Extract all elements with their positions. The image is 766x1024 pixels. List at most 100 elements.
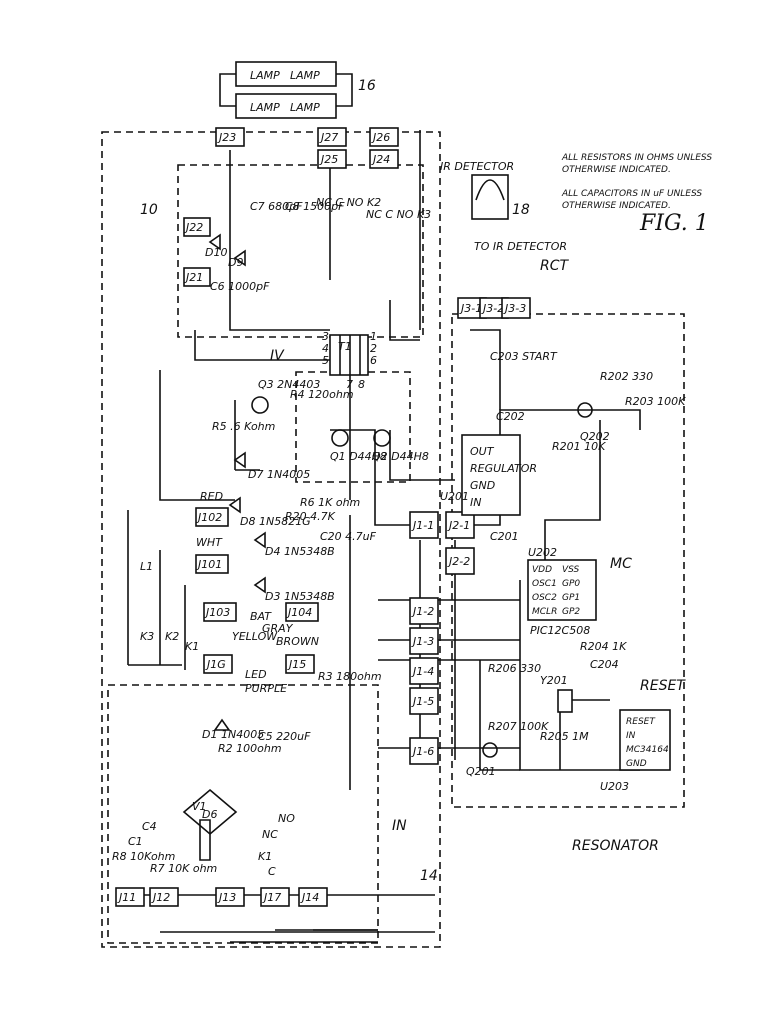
label-r8: R8 10Kohm bbox=[112, 850, 175, 863]
svg-text:6: 6 bbox=[370, 354, 377, 367]
label-c202: C202 bbox=[496, 410, 525, 423]
ref-rct: RCT bbox=[540, 258, 570, 274]
transformer-t1: T1 1 2 3 4 5 6 7 8 bbox=[322, 330, 377, 391]
label-c4: C4 bbox=[142, 820, 157, 833]
svg-text:J2-1: J2-1 bbox=[447, 519, 470, 532]
diode-d8 bbox=[228, 496, 241, 514]
svg-text:J11: J11 bbox=[117, 891, 136, 904]
label-k2-contacts: NC C NO K2 bbox=[316, 196, 381, 209]
svg-text:REGULATOR: REGULATOR bbox=[470, 462, 537, 475]
reset-supervisor-u203: RESET IN MC34164 GND U203 bbox=[600, 709, 671, 793]
label-r206: R206 330 bbox=[488, 662, 541, 675]
label-c20: C20 4.7uF bbox=[320, 530, 377, 543]
transistor-q2 bbox=[373, 429, 391, 447]
svg-text:J21: J21 bbox=[184, 271, 203, 284]
jack-j1g: J1G bbox=[203, 654, 233, 674]
ref-16: 16 bbox=[358, 78, 376, 94]
label-r2: R2 100ohm bbox=[218, 742, 282, 755]
svg-text:GP0: GP0 bbox=[562, 579, 580, 589]
diode-d4 bbox=[253, 531, 266, 549]
label-d4: D4 1N5348B bbox=[265, 545, 335, 558]
svg-text:OUT: OUT bbox=[470, 445, 495, 458]
jack-j104: J104 bbox=[285, 602, 319, 622]
wire-r202 bbox=[540, 409, 641, 430]
diode-d3 bbox=[253, 576, 266, 594]
jack-j12: J12 bbox=[149, 887, 179, 907]
svg-text:PIC12C508: PIC12C508 bbox=[530, 624, 590, 637]
connector-j3-1: J3-1 bbox=[457, 297, 487, 319]
wire-t1 bbox=[389, 130, 421, 341]
label-r201: R201 10K bbox=[552, 440, 606, 453]
jack-j21: J21 bbox=[183, 267, 211, 287]
svg-text:J13: J13 bbox=[217, 891, 236, 904]
label-c5: C5 220uF bbox=[258, 730, 311, 743]
svg-text:J22: J22 bbox=[184, 221, 203, 234]
ref-14: 14 bbox=[420, 868, 438, 884]
lamp-3-label: LAMP bbox=[290, 69, 320, 82]
jack-j17: J17 bbox=[260, 887, 290, 907]
svg-text:MC34164: MC34164 bbox=[626, 745, 669, 755]
label-d3: D3 1N5348B bbox=[265, 590, 335, 603]
svg-text:J1G: J1G bbox=[205, 658, 226, 671]
lamp-4-label: LAMP bbox=[290, 101, 320, 114]
wire-k3 bbox=[127, 510, 182, 666]
lamp-2-label: LAMP bbox=[250, 101, 280, 114]
label-bat: BAT bbox=[250, 610, 272, 623]
label-c6: C6 1000pF bbox=[210, 280, 270, 293]
svg-text:J1-4: J1-4 bbox=[411, 665, 434, 678]
label-q3: Q3 2N4403 bbox=[258, 378, 320, 391]
label-d1: D1 1N4005 bbox=[202, 728, 264, 741]
label-q201: Q201 bbox=[466, 765, 496, 778]
microcontroller-u202: VDD VSS OSC1 GP0 OSC2 GP1 MCLR GP2 U202 … bbox=[527, 546, 597, 637]
jack-j25: J25 bbox=[317, 149, 347, 169]
svg-text:GND: GND bbox=[470, 479, 495, 492]
jack-j102: J102 bbox=[195, 507, 229, 527]
label-r203: R203 100K bbox=[625, 395, 686, 408]
lamp-1-label: LAMP bbox=[250, 69, 280, 82]
svg-text:OSC1: OSC1 bbox=[532, 579, 557, 589]
jack-j101: J101 bbox=[195, 554, 229, 574]
wire-j23 bbox=[229, 150, 330, 331]
svg-text:D6: D6 bbox=[202, 808, 217, 821]
regulator-u201: OUT REGULATOR GND IN U201 bbox=[440, 434, 537, 516]
connector-j1-3: J1-3 bbox=[409, 627, 439, 655]
svg-text:1: 1 bbox=[370, 330, 377, 343]
label-k2: K2 bbox=[165, 630, 179, 643]
label-red: RED bbox=[200, 490, 223, 503]
lamp-wires bbox=[219, 73, 353, 107]
wire-j21 bbox=[194, 330, 330, 361]
label-k3-contacts: NC C NO K3 bbox=[366, 208, 431, 221]
wire-gp2 bbox=[544, 420, 601, 580]
wire-j1-fanout bbox=[378, 599, 520, 749]
jack-j103: J103 bbox=[203, 602, 237, 622]
svg-text:J1-6: J1-6 bbox=[411, 745, 434, 758]
svg-text:2: 2 bbox=[370, 342, 377, 355]
label-r204: R204 1K bbox=[580, 640, 627, 653]
svg-text:J102: J102 bbox=[196, 511, 222, 524]
svg-text:J14: J14 bbox=[300, 891, 319, 904]
svg-text:J104: J104 bbox=[286, 606, 312, 619]
connector-j2-1: J2-1 bbox=[445, 511, 475, 539]
label-d7: D7 1N4005 bbox=[248, 468, 310, 481]
label-q1: Q1 D44H8 bbox=[330, 450, 387, 463]
label-d8: D8 1N5821G bbox=[240, 515, 311, 528]
housing-outline bbox=[101, 131, 441, 948]
jack-j27: J27 bbox=[317, 127, 347, 147]
diode-d10 bbox=[208, 233, 221, 251]
svg-text:J12: J12 bbox=[151, 891, 170, 904]
connector-j2-2: J2-2 bbox=[445, 547, 475, 575]
svg-text:GND: GND bbox=[626, 759, 647, 769]
svg-text:J1-3: J1-3 bbox=[411, 635, 434, 648]
transistor-q1 bbox=[331, 429, 349, 447]
label-k3: K3 bbox=[140, 630, 154, 643]
label-brown: BROWN bbox=[276, 635, 319, 648]
svg-text:J17: J17 bbox=[262, 891, 281, 904]
label-r205: R205 1M bbox=[540, 730, 589, 743]
resonator-y201: Y201 bbox=[540, 674, 573, 713]
svg-text:J1-2: J1-2 bbox=[411, 605, 434, 618]
connector-j1-2: J1-2 bbox=[409, 597, 439, 625]
jack-j11: J11 bbox=[115, 887, 145, 907]
label-purple: PURPLE bbox=[245, 682, 287, 695]
connector-j1-1: J1-1 bbox=[409, 511, 439, 539]
